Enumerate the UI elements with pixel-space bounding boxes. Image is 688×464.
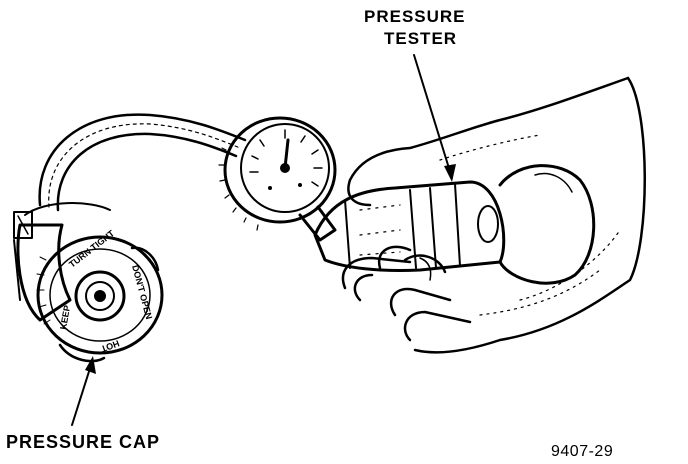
hand [341,76,646,354]
tester-arrowhead [444,164,456,182]
cap-face-text-left: KEEP [58,304,72,330]
cap-arrowhead [85,356,96,374]
pressure-tester-label-line2: TESTER [384,29,458,48]
tester-leader-line [413,54,453,179]
pressure-gauge [218,116,337,242]
cap-leader-line [71,361,93,426]
pressure-cap-label: PRESSURE CAP [6,432,161,452]
leader-lines [71,54,456,426]
cap-face-text-top: TURN TIGHT [67,228,116,270]
pressure-tester-label-line1: PRESSURE [364,7,466,26]
figure-number: 9407-29 [551,443,614,460]
hose [38,113,247,212]
pressure-cap: TURN TIGHT DON'T OPEN HOT KEEP [13,202,164,363]
pump-handle [498,164,596,285]
